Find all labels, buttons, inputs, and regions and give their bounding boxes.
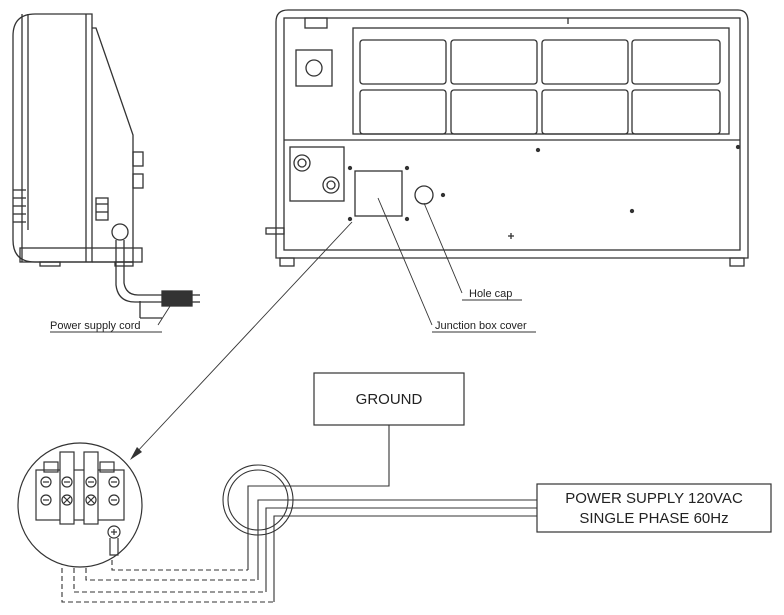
terminal-block-detail bbox=[17, 442, 143, 568]
hole-cap-label: Hole cap bbox=[469, 288, 512, 300]
power-supply-line1: POWER SUPPLY 120VAC bbox=[565, 490, 743, 507]
leader-arrowhead bbox=[130, 447, 142, 460]
junction-box-cover-label: Junction box cover bbox=[435, 320, 527, 332]
power-supply-line2: SINGLE PHASE 60Hz bbox=[579, 510, 728, 527]
unit-side-view bbox=[12, 13, 200, 319]
leader-lines bbox=[50, 197, 536, 455]
wiring bbox=[222, 425, 537, 602]
power-supply-cord-label: Power supply cord bbox=[50, 320, 141, 332]
ground-label: GROUND bbox=[356, 391, 423, 408]
unit-rear-view bbox=[265, 9, 749, 267]
